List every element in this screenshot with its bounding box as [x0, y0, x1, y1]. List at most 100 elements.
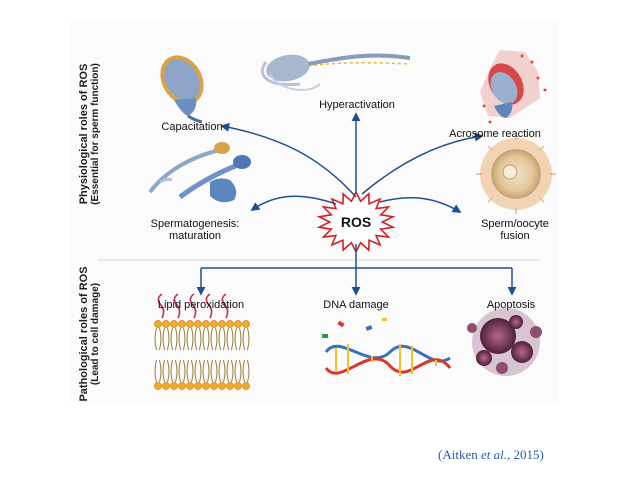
- lipid-head: [178, 320, 186, 328]
- arrow-to-acrosome: [361, 132, 484, 195]
- fusion-label: Sperm/oocyte fusion: [460, 218, 570, 242]
- lipid-tail: [210, 327, 213, 351]
- lipid-tail: [215, 359, 218, 383]
- lipid-tail: [239, 327, 242, 351]
- oxidized-chain: [189, 293, 197, 319]
- lipid-tail: [191, 359, 194, 383]
- lipid-tail: [231, 327, 234, 351]
- lipid-tail: [167, 359, 170, 383]
- spermatogenesis-illustration: [148, 142, 251, 203]
- lipid-tail: [186, 359, 189, 383]
- lipid-head: [162, 382, 170, 390]
- pathological-side-label: Pathological roles of ROS (Lead to cell …: [78, 254, 102, 414]
- lipid-tail: [175, 359, 178, 383]
- lipid-tail: [247, 359, 250, 383]
- lipid-tail: [183, 327, 186, 351]
- lipid-head: [242, 320, 250, 328]
- lipid-tail: [162, 359, 165, 383]
- lipid-tail: [199, 327, 202, 351]
- lipid-tail: [239, 359, 242, 383]
- lipid-tail: [170, 327, 173, 351]
- ros-figure: Physiological roles of ROS (Essential fo…: [70, 22, 558, 402]
- lipid-tail: [186, 327, 189, 351]
- lipid-tail: [226, 327, 229, 351]
- lipid-head: [202, 320, 210, 328]
- lipid-tail: [247, 327, 250, 351]
- lipid-head: [154, 382, 162, 390]
- lipid-tail: [170, 359, 173, 383]
- lipid-head: [218, 382, 226, 390]
- apoptosis-label: Apoptosis: [486, 299, 536, 311]
- lipid-tail: [202, 327, 205, 351]
- lipid-tail: [202, 359, 205, 383]
- ros-label: ROS: [340, 214, 372, 230]
- lipid-head: [210, 320, 218, 328]
- lipid-head: [178, 382, 186, 390]
- lipid-tail: [159, 327, 162, 351]
- arrow-to-spermatogenesis: [250, 195, 337, 212]
- lipid-tail: [183, 359, 186, 383]
- physiological-title: Physiological roles of ROS: [78, 63, 90, 205]
- lipid-tail: [234, 327, 237, 351]
- citation-etal: et al.,: [480, 447, 511, 462]
- lipid-tail: [207, 359, 210, 383]
- oxidized-chain: [157, 293, 165, 319]
- lipid-tail: [199, 359, 202, 383]
- lipid-tail: [194, 359, 197, 383]
- capacitation-illustration: [160, 55, 204, 124]
- lipid-head: [186, 320, 194, 328]
- dna-helix-illustration: [322, 318, 452, 376]
- lipid-tail: [234, 359, 237, 383]
- lipid-head: [162, 320, 170, 328]
- oxidized-chain: [221, 293, 229, 319]
- physiological-side-label: Physiological roles of ROS (Essential fo…: [78, 49, 102, 219]
- lipid-tail: [178, 359, 181, 383]
- pathological-subtitle: (Lead to cell damage): [90, 282, 101, 386]
- lipid-head: [234, 382, 242, 390]
- lipid-tail: [215, 327, 218, 351]
- diagram-canvas: [98, 50, 556, 390]
- fusion-illustration: [476, 134, 556, 214]
- spermatogenesis-line1: Spermatogenesis:: [150, 218, 240, 230]
- lipid-tail: [223, 327, 226, 351]
- lipid-tail: [218, 359, 221, 383]
- lipid-tail: [218, 327, 221, 351]
- lipid-head: [170, 382, 178, 390]
- citation-year: 2015): [510, 447, 544, 462]
- fusion-line2: fusion: [500, 230, 530, 242]
- lipid-tail: [207, 327, 210, 351]
- lipid-tail: [242, 359, 245, 383]
- spermatogenesis-label: Spermatogenesis: maturation: [130, 218, 260, 242]
- apoptotic-cell-illustration: [467, 308, 542, 376]
- lipid-head: [210, 382, 218, 390]
- lipid-head: [154, 320, 162, 328]
- physiological-arrows: [220, 112, 484, 213]
- dna-damage-label: DNA damage: [323, 299, 389, 311]
- lipid-head: [186, 382, 194, 390]
- lipid-tail: [162, 327, 165, 351]
- lipid-tail: [191, 327, 194, 351]
- lipid-head: [218, 320, 226, 328]
- arrow-to-fusion: [379, 196, 462, 213]
- acrosome-reaction-label: Acrosome reaction: [449, 128, 541, 140]
- lipid-tail: [231, 359, 234, 383]
- lipid-tail: [210, 359, 213, 383]
- lipid-peroxidation-label: Lipid peroxidation: [157, 299, 245, 311]
- lipid-head: [234, 320, 242, 328]
- lipid-head: [226, 382, 234, 390]
- lipid-tail: [194, 327, 197, 351]
- spermatogenesis-line2: maturation: [169, 230, 221, 242]
- citation-prefix: (Aitken: [438, 447, 481, 462]
- arrow-to-capacitation: [220, 122, 357, 198]
- hyperactivation-illustration: [260, 53, 411, 91]
- lipid-tail: [223, 359, 226, 383]
- capacitation-label: Capacitation: [161, 121, 223, 133]
- lipid-head: [202, 382, 210, 390]
- acrosome-reaction-illustration: [480, 50, 547, 124]
- pathological-title: Pathological roles of ROS: [78, 266, 90, 402]
- fusion-line1: Sperm/oocyte: [481, 218, 549, 230]
- physiological-subtitle: (Essential for sperm function): [90, 63, 101, 205]
- lipid-tail: [178, 327, 181, 351]
- lipid-tail: [167, 327, 170, 351]
- oxidized-chain: [205, 293, 213, 319]
